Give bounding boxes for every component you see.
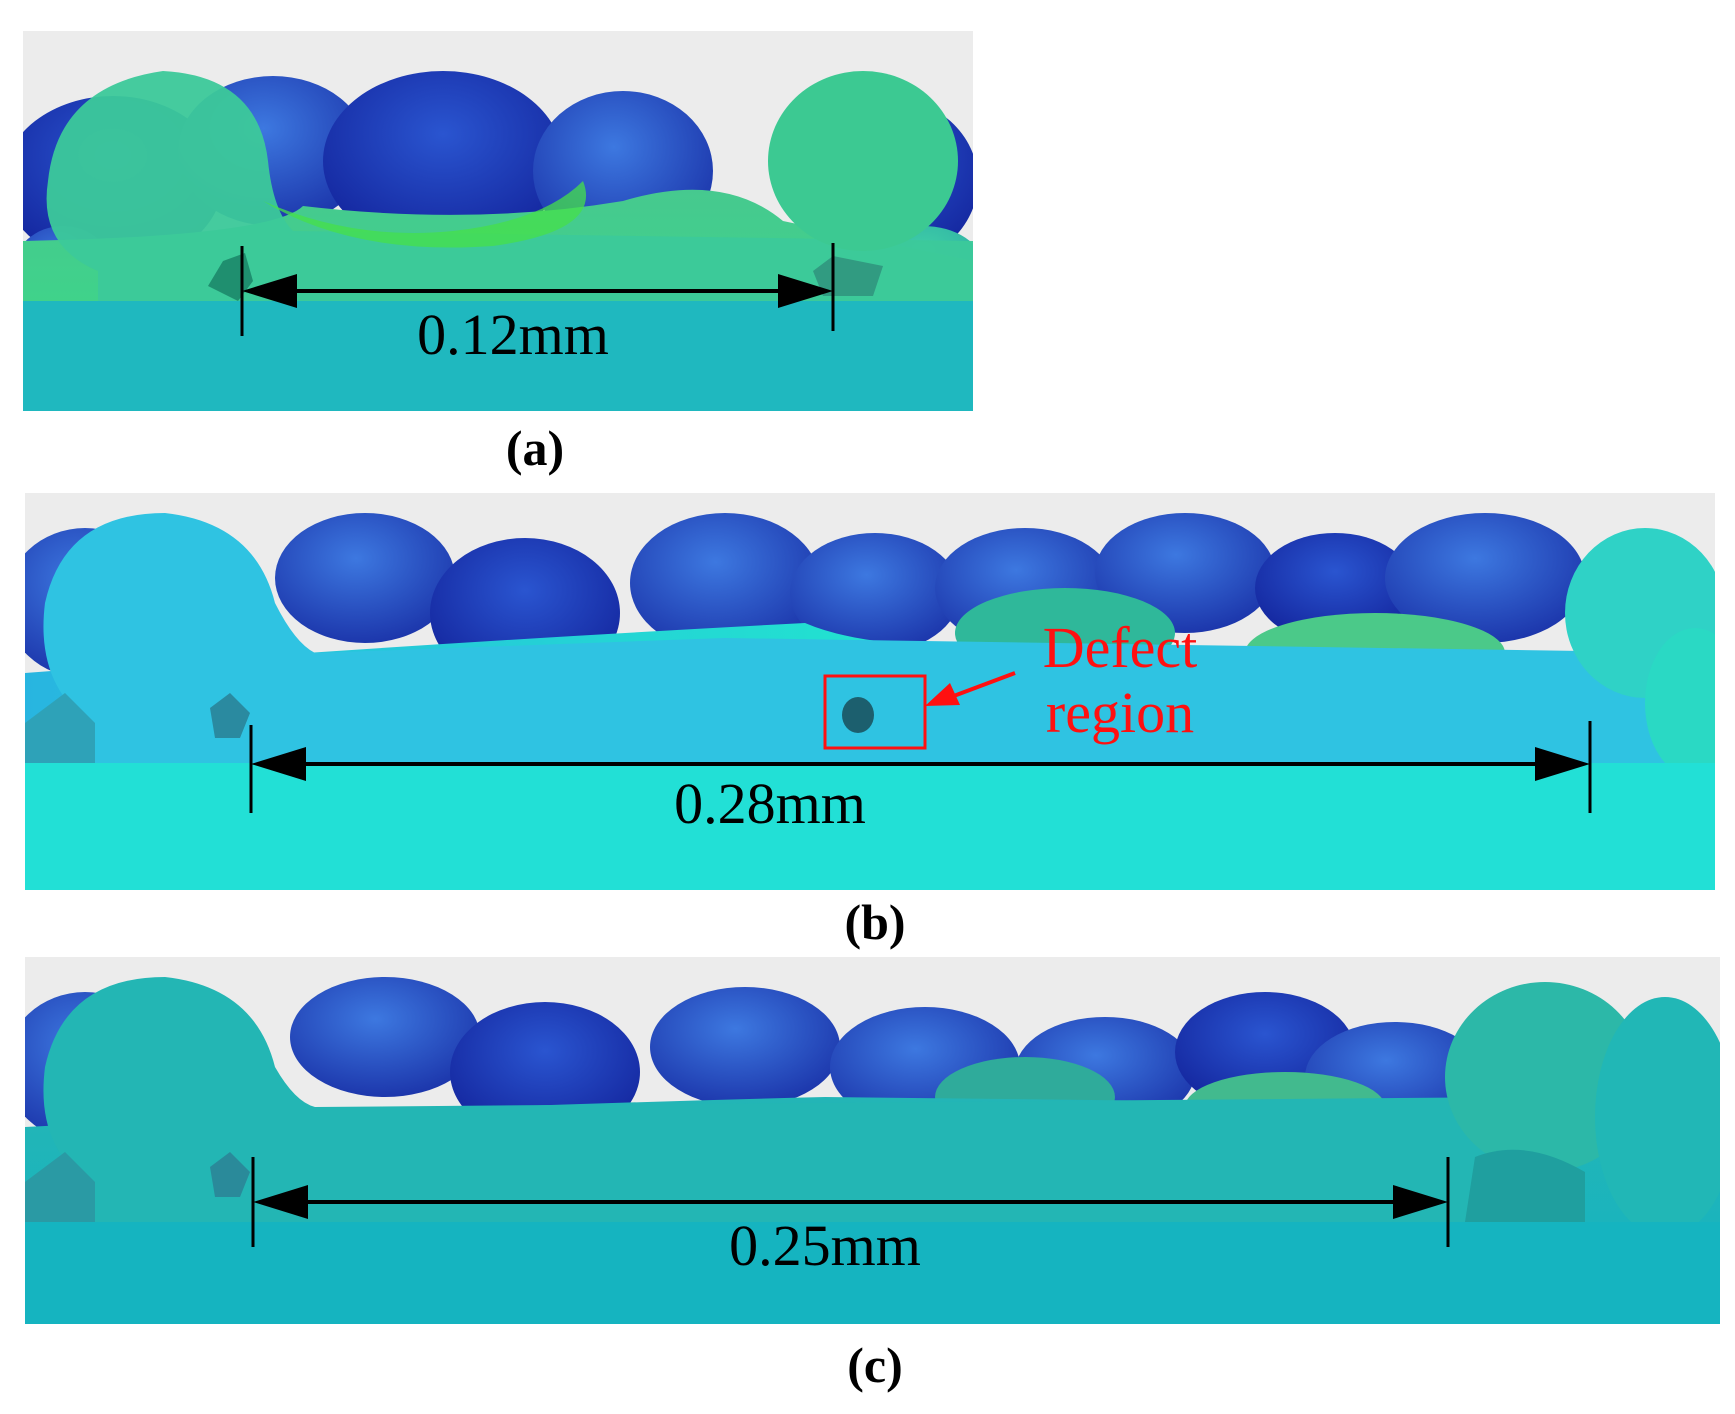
panel-b-dimension-label: 0.28mm — [674, 771, 866, 836]
defect-region-label: Defect region — [1020, 615, 1220, 746]
panel-c-caption: (c) — [847, 1337, 903, 1393]
panel-b-render — [25, 493, 1715, 890]
panel-c: 0.25mm — [25, 957, 1720, 1324]
panel-c-dimension-label: 0.25mm — [729, 1213, 921, 1278]
panel-a-caption: (a) — [505, 420, 565, 476]
panel-a-dimension-label: 0.12mm — [417, 302, 609, 367]
defect-label-line1: Defect — [1042, 615, 1198, 680]
panel-c-render — [25, 957, 1720, 1324]
panel-b: 0.28mm Defect region — [25, 493, 1715, 890]
panel-b-caption: (b) — [844, 894, 906, 950]
panel-a-render — [23, 31, 973, 411]
panel-a: 0.12mm — [23, 31, 973, 411]
defect-label-line2: region — [1045, 679, 1195, 745]
